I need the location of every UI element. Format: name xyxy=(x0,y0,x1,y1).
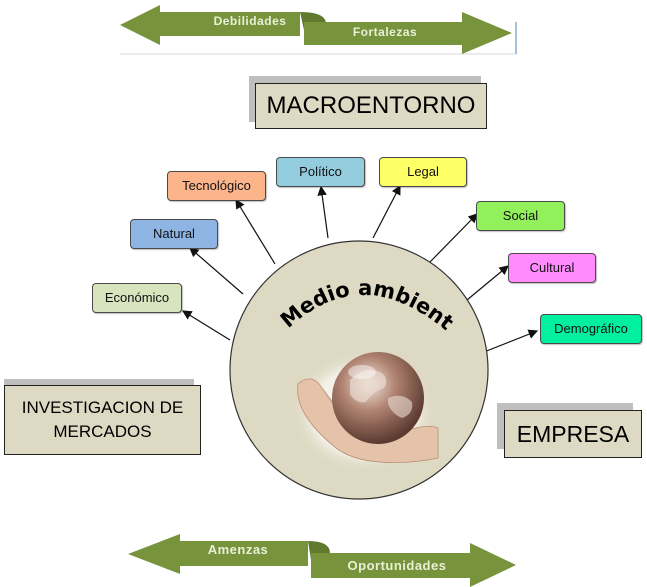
weaknesses-arrow-shape xyxy=(120,5,300,45)
investigacion-box: INVESTIGACION DE MERCADOS xyxy=(4,385,201,455)
arrow-natural xyxy=(189,247,244,295)
bottom-arrow-right-label: Oportunidades xyxy=(347,558,447,573)
strengths-arrow-shape xyxy=(304,12,512,54)
factor-politico: Político xyxy=(276,157,365,187)
arrow-legal xyxy=(372,184,401,239)
factor-demografico: Demográfico xyxy=(540,314,642,344)
top-arrow-left-label: Debilidades xyxy=(213,14,287,28)
macroentorno-box: MACROENTORNO xyxy=(255,83,487,129)
arrow-economico xyxy=(181,310,231,341)
factor-natural: Natural xyxy=(130,219,218,249)
factor-legal: Legal xyxy=(379,157,467,187)
bottom-arrow-left-label: Amenzas xyxy=(207,542,269,557)
factor-economico: Económico xyxy=(92,283,182,313)
empresa-box: EMPRESA xyxy=(504,410,642,458)
arrow-cultural xyxy=(466,265,509,301)
factor-cultural: Cultural xyxy=(508,253,596,283)
globe-icon xyxy=(332,352,424,444)
factor-tecnologico: Tecnológico xyxy=(167,171,266,201)
opportunities-arrow-shape xyxy=(311,543,516,587)
arrow-tecnologico xyxy=(235,198,276,265)
top-arrow-right-label: Fortalezas xyxy=(352,25,418,39)
arrow-demografico xyxy=(483,329,539,353)
arrow-social xyxy=(429,213,478,263)
arrow-politico xyxy=(317,185,329,239)
factor-social: Social xyxy=(476,201,565,231)
threats-arrow-shape xyxy=(128,534,308,574)
